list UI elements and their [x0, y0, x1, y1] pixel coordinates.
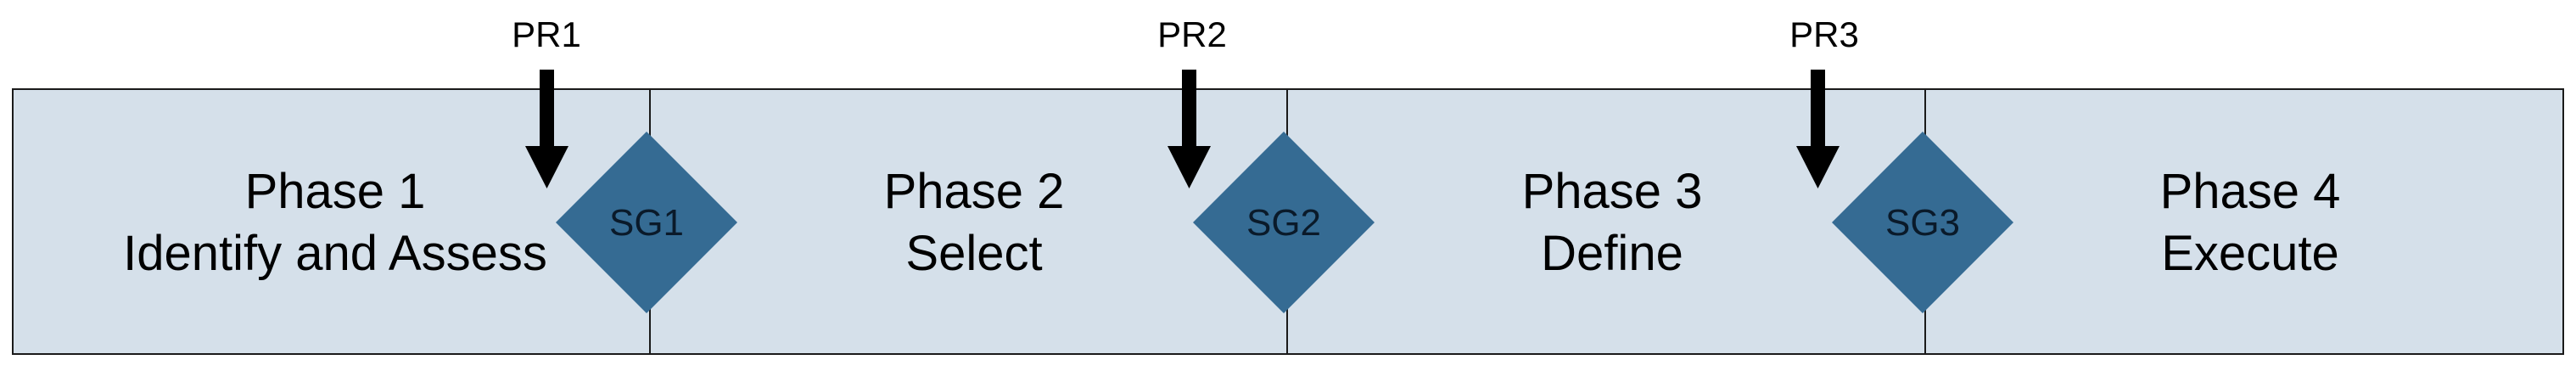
phase-1-box	[12, 88, 651, 355]
phase-3-name: Define	[1541, 226, 1683, 281]
stage-gate-3-label: SG3	[1885, 202, 1960, 244]
stage-gate-1-diamond-icon	[556, 132, 737, 313]
stage-gate-3-diamond-icon	[1832, 132, 2013, 313]
peer-review-3-label: PR3	[1789, 14, 1859, 54]
phase-1-number: Phase 1	[245, 164, 426, 219]
stage-gate-2-diamond-icon	[1193, 132, 1375, 313]
phase-4-number: Phase 4	[2160, 164, 2341, 219]
phase-4-box	[1924, 88, 2564, 355]
peer-review-1-label: PR1	[512, 14, 581, 54]
phase-2-box	[649, 88, 1288, 355]
phase-1-name: Identify and Assess	[123, 226, 547, 281]
peer-review-2-down-arrow-icon	[1168, 70, 1211, 188]
stage-gate-2-label: SG2	[1246, 202, 1321, 244]
peer-review-1-down-arrow-icon	[525, 70, 568, 188]
peer-review-2-label: PR2	[1157, 14, 1227, 54]
phase-2-number: Phase 2	[884, 164, 1065, 219]
phase-3-number: Phase 3	[1522, 164, 1703, 219]
phase-4-name: Execute	[2161, 226, 2339, 281]
phase-2-name: Select	[905, 226, 1042, 281]
stage-gate-1-label: SG1	[609, 202, 684, 244]
peer-review-3-down-arrow-icon	[1796, 70, 1840, 188]
phase-3-box	[1286, 88, 1926, 355]
